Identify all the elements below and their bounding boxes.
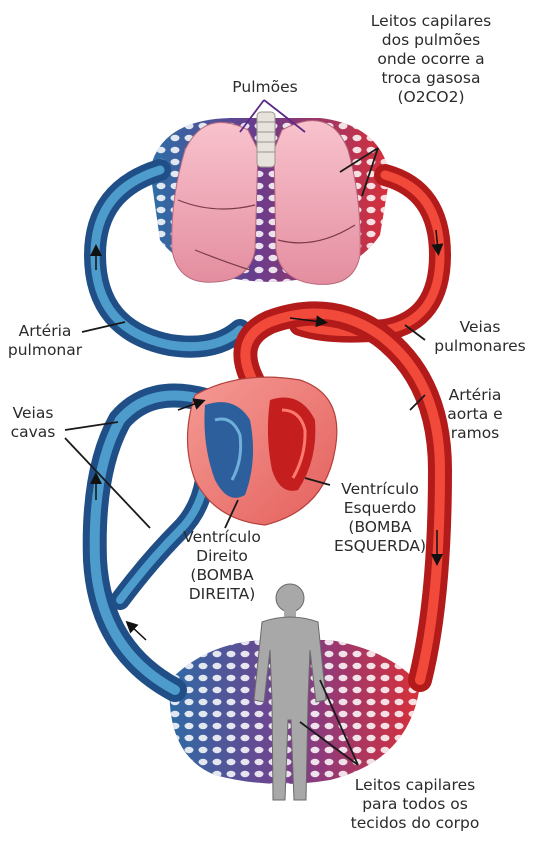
label-line: ramos [425, 424, 525, 443]
label-line: dos pulmões [346, 31, 516, 50]
label-line: Artéria [425, 386, 525, 405]
label-line: onde ocorre a [346, 50, 516, 69]
right-ventricle-label: Ventrículo Direito (BOMBA DIREITA) [172, 528, 272, 604]
label-line: aorta e [425, 405, 525, 424]
label-line: Leitos capilares [325, 776, 505, 795]
flow-arrow [130, 625, 146, 640]
vena-cavae-label: Veias cavas [2, 404, 64, 442]
label-line: tecidos do corpo [325, 814, 505, 833]
pulmonary-artery-label: Artéria pulmonar [0, 322, 90, 360]
left-ventricle-label: Ventrículo Esquerdo (BOMBA ESQUERDA) [325, 480, 435, 556]
label-line: para todos os [325, 795, 505, 814]
lung-capillaries-label: Leitos capilares dos pulmões onde ocorre… [346, 12, 516, 107]
label-line: (BOMBA [325, 518, 435, 537]
label-line: Esquerdo [325, 499, 435, 518]
label-line: Artéria [0, 322, 90, 341]
label-line: Direito [172, 547, 272, 566]
label-line: Ventrículo [172, 528, 272, 547]
label-line: DIREITA) [172, 585, 272, 604]
label-line: ESQUERDA) [325, 537, 435, 556]
label-line: pulmonar [0, 341, 90, 360]
trachea [257, 112, 275, 167]
label-line: pulmonares [425, 337, 535, 356]
label-line: Ventrículo [325, 480, 435, 499]
lungs-label: Pulmões [220, 78, 310, 97]
label-line: Veias [425, 318, 535, 337]
pulmonary-veins-label: Veias pulmonares [425, 318, 535, 356]
label-line: troca gasosa [346, 69, 516, 88]
aorta-label: Artéria aorta e ramos [425, 386, 525, 443]
label-line: (O2CO2) [346, 88, 516, 107]
body-capillaries-label: Leitos capilares para todos os tecidos d… [325, 776, 505, 833]
label-line: Veias [2, 404, 64, 423]
label-line: (BOMBA [172, 566, 272, 585]
label-line: Pulmões [220, 78, 310, 97]
heart [188, 377, 337, 525]
label-line: cavas [2, 423, 64, 442]
label-line: Leitos capilares [346, 12, 516, 31]
